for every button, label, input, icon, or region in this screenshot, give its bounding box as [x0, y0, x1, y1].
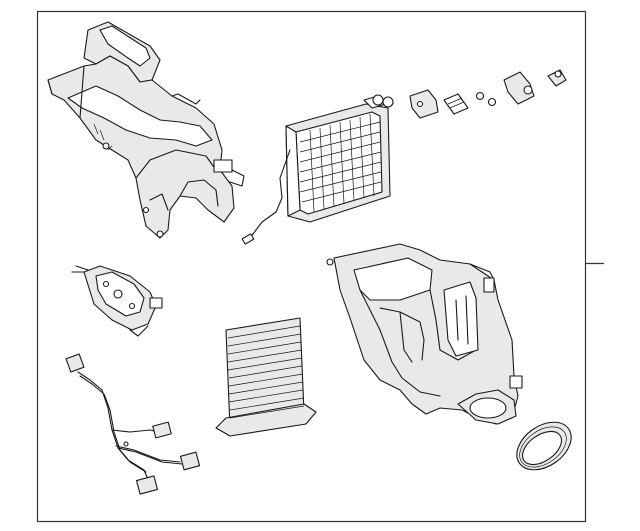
duct-housing-icon: [47, 21, 245, 239]
case-housing-icon: [326, 243, 523, 425]
actuator-icon: [71, 265, 163, 337]
harness-icon: [65, 353, 201, 495]
valve-kit-icon: [409, 69, 567, 119]
seal-icon: [516, 421, 572, 471]
filter-icon: [215, 317, 317, 437]
evaporator-icon: [241, 94, 394, 245]
